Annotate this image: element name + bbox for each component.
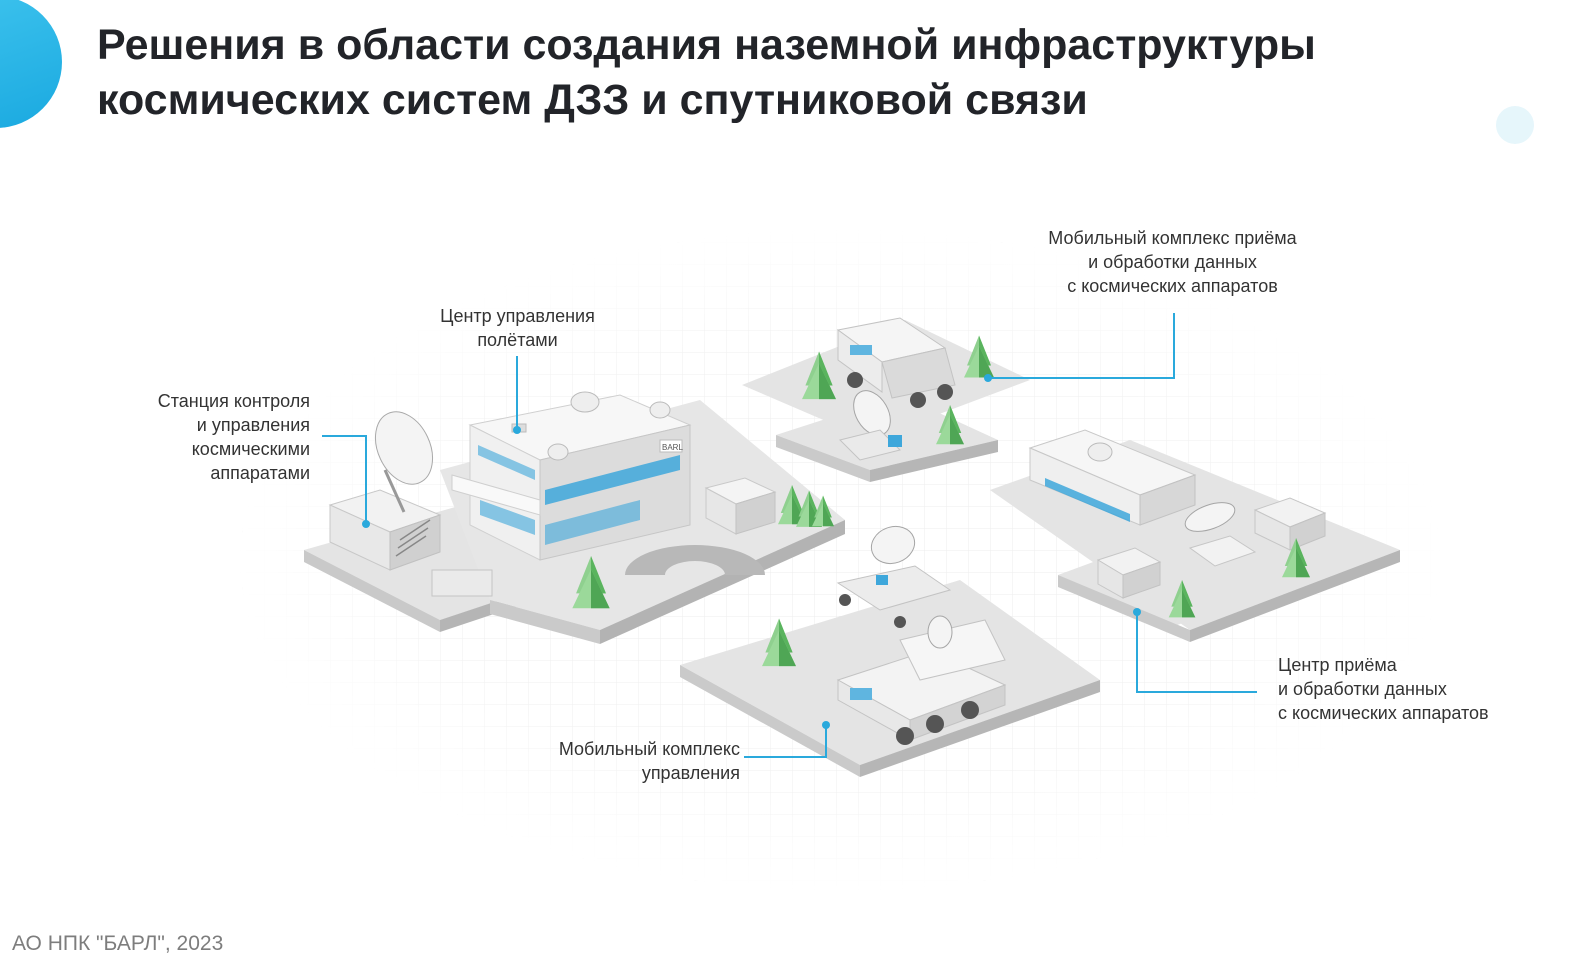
- page-title-line-2: космических систем ДЗЗ и спутниковой свя…: [97, 76, 1088, 124]
- footer-copyright: АО НПК "БАРЛ", 2023: [12, 932, 224, 955]
- decorative-circle-light: [1496, 106, 1534, 144]
- receive-center-building: [1028, 429, 1327, 599]
- ground-grid: [240, 230, 1440, 890]
- platform-mobile-receive: [742, 320, 1030, 482]
- label-mobile-control: Мобильный комплекс управления: [558, 739, 740, 783]
- leader-dots: [362, 374, 1141, 729]
- label-receive-center: Центр приёма и обработки данных с космич…: [1278, 655, 1489, 723]
- flight-center-building: BARL: [451, 391, 692, 561]
- label-control-station: Станция контроля и управления космически…: [157, 391, 310, 483]
- building-logo: BARL: [662, 443, 683, 452]
- page-title-line-1: Решения в области создания наземной инфр…: [97, 21, 1316, 69]
- outbuildings-flight-center: [704, 477, 777, 535]
- page-title: Решения в области создания наземной инфр…: [97, 18, 1517, 128]
- label-mobile-receive: Мобильный комплекс приёма и обработки да…: [1048, 228, 1297, 296]
- label-flight-center: Центр управления полётами: [440, 306, 595, 350]
- control-station-antenna: [328, 411, 493, 597]
- leader-lines: [322, 313, 1257, 758]
- mobile-control-vehicles: [836, 525, 1007, 745]
- mobile-receive-truck: [836, 317, 956, 461]
